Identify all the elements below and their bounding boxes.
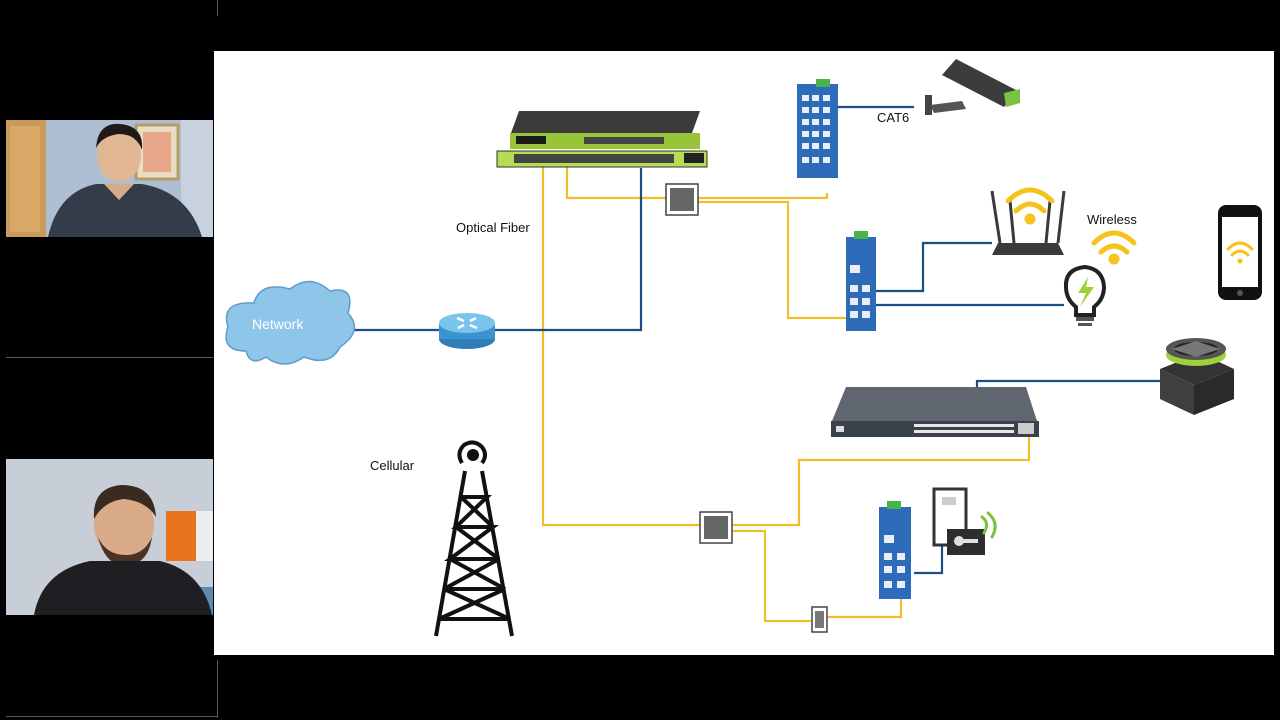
network-diagram — [225, 59, 1262, 637]
label-network: Network — [252, 316, 304, 332]
din-rail-switch-icon — [879, 501, 911, 599]
fiber-links — [541, 164, 1031, 623]
wifi-icon — [1005, 187, 1055, 225]
access-control-icon — [932, 487, 997, 555]
network-cloud — [225, 280, 356, 365]
cooling-fan-icon — [1160, 338, 1234, 415]
gallery-divider — [217, 660, 218, 718]
din-rail-switch-icon — [846, 231, 876, 331]
label-cat6: CAT6 — [877, 110, 910, 125]
label-cellular: Cellular — [370, 458, 415, 473]
shared-slide[interactable]: Network Optical Fiber CAT6 Wireless Cell… — [214, 51, 1274, 655]
label-optical-fiber: Optical Fiber — [456, 220, 530, 235]
security-camera-icon — [925, 59, 1020, 115]
fiber-splice-box-icon — [665, 183, 699, 216]
router-icon — [439, 313, 495, 349]
participant-2-avatar — [6, 459, 213, 615]
core-chassis-icon — [496, 111, 708, 168]
participant-1-avatar — [6, 120, 213, 237]
gallery-divider — [217, 0, 218, 16]
wifi-icon — [1091, 230, 1137, 265]
fiber-splice-box-icon — [699, 511, 733, 544]
wireless-router-icon — [990, 190, 1066, 255]
label-wireless: Wireless — [1087, 212, 1137, 227]
gallery-divider — [6, 357, 213, 358]
participant-video-2[interactable] — [6, 459, 213, 615]
cell-tower-icon — [434, 440, 514, 637]
managed-switch-icon — [797, 79, 838, 178]
fiber-connector-icon — [811, 606, 828, 633]
rack-switch-icon — [831, 387, 1039, 437]
smart-bulb-icon — [1063, 264, 1107, 326]
gallery-divider — [6, 716, 218, 717]
smartphone-icon — [1218, 205, 1262, 300]
participant-video-1[interactable] — [6, 120, 213, 237]
